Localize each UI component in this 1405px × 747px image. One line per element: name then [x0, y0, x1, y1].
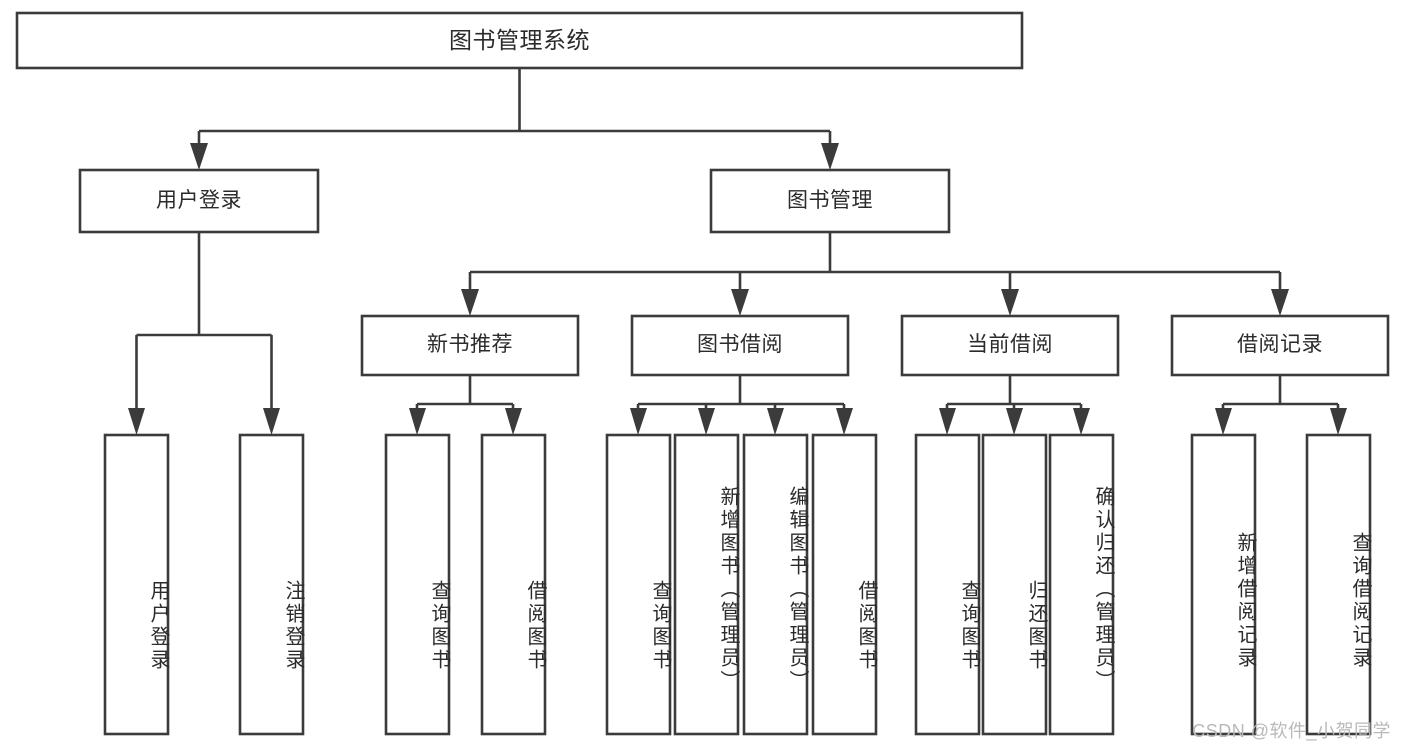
connector-group-book-borrow [630, 375, 853, 435]
node-box-leaf-user-login[interactable] [103, 433, 170, 736]
node-box-leaf-query-book-2[interactable] [605, 433, 672, 736]
arrow-root-to-book-manage [821, 143, 839, 170]
node-box-book-borrow[interactable] [630, 314, 850, 377]
connector-group-borrow-record [1215, 375, 1347, 435]
arrow-bb-l1 [630, 408, 647, 435]
connector-group-root [190, 68, 839, 170]
arrow-user-login-l2 [263, 408, 280, 435]
connector-group-book-manage [461, 232, 1289, 316]
node-box-leaf-logout-login[interactable] [238, 433, 305, 736]
arrow-user-login-l1 [128, 408, 145, 435]
arrow-bb-l3 [767, 408, 784, 435]
arrow-bb-l2 [698, 408, 715, 435]
node-box-leaf-query-record[interactable] [1305, 433, 1372, 736]
node-box-leaf-query-book-3[interactable] [914, 433, 981, 736]
node-box-leaf-query-book-1[interactable] [384, 433, 451, 736]
arrow-root-to-user-login [190, 143, 208, 170]
node-box-leaf-edit-book[interactable] [742, 433, 809, 736]
arrow-bm-to-book-borrow [731, 289, 749, 316]
node-box-borrow-record[interactable] [1170, 314, 1390, 377]
node-box-leaf-add-record[interactable] [1190, 433, 1257, 736]
node-box-user-login[interactable] [78, 168, 320, 234]
arrow-bb-l4 [836, 408, 853, 435]
connector-group-user-login [128, 232, 280, 435]
node-box-leaf-confirm-return[interactable] [1048, 433, 1115, 736]
arrow-cb-l1 [939, 408, 956, 435]
node-box-leaf-add-book[interactable] [673, 433, 740, 736]
arrow-nbr-l2 [505, 408, 522, 435]
arrow-cb-l3 [1073, 408, 1090, 435]
csdn-watermark: CSDN @软件_小贺同学 [1192, 721, 1391, 741]
arrow-br-l2 [1330, 408, 1347, 435]
arrow-br-l1 [1215, 408, 1232, 435]
node-box-book-manage[interactable] [709, 168, 951, 234]
node-box-current-borrow[interactable] [900, 314, 1120, 377]
arrow-bm-to-borrow-record [1271, 289, 1289, 316]
connector-group-current-borrow [939, 375, 1090, 435]
node-box-new-book-recommend[interactable] [360, 314, 580, 377]
node-box-leaf-return-book[interactable] [981, 433, 1048, 736]
node-box-root[interactable] [15, 11, 1024, 70]
node-box-leaf-borrow-book-2[interactable] [811, 433, 878, 736]
connector-group-new-book-recommend [409, 375, 522, 435]
node-box-leaf-borrow-book-1[interactable] [480, 433, 547, 736]
arrow-bm-to-current-borrow [1001, 289, 1019, 316]
arrow-bm-to-new-book-recommend [461, 289, 479, 316]
arrow-nbr-l1 [409, 408, 426, 435]
arrow-cb-l2 [1006, 408, 1023, 435]
